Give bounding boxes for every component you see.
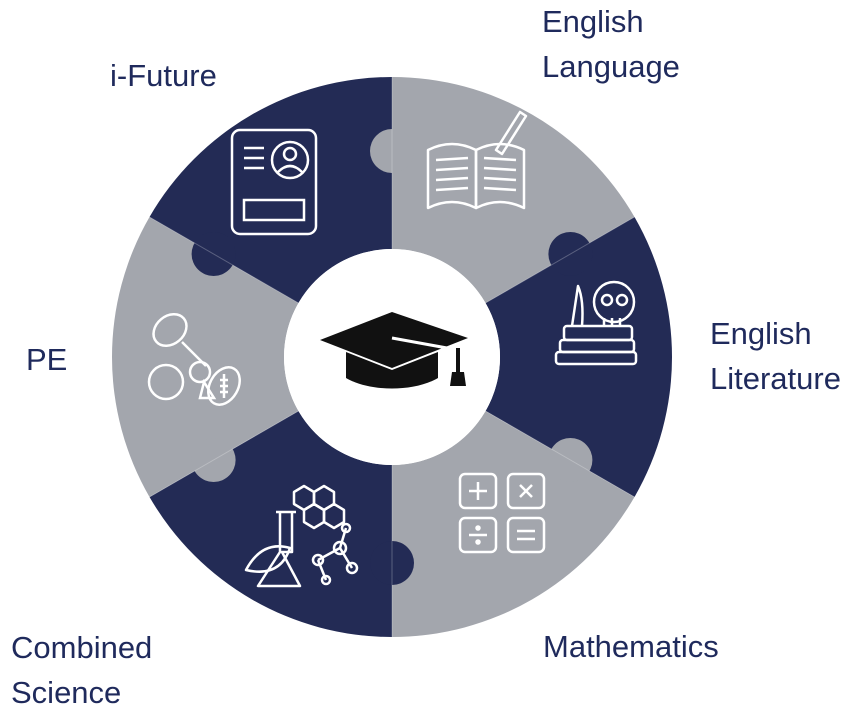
segment-pe xyxy=(112,217,299,497)
label-i-future: i-Future xyxy=(110,58,217,93)
skull-books-icon xyxy=(554,280,638,366)
puzzle-knob-english-literature xyxy=(548,232,593,276)
segment-divider xyxy=(149,410,299,498)
puzzle-knob-combined-science xyxy=(370,541,414,585)
segment-divider xyxy=(149,216,299,304)
puzzle-knob-mathematics xyxy=(548,438,593,482)
calculator-symbols-icon xyxy=(458,472,546,554)
puzzle-knob-pe xyxy=(191,438,236,482)
flask-molecule-icon xyxy=(244,484,359,588)
label-pe: PE xyxy=(26,342,68,377)
segment-divider xyxy=(485,216,635,304)
puzzle-knob-english-language xyxy=(370,129,414,173)
sports-balls-icon xyxy=(147,312,241,406)
resume-icon xyxy=(230,128,318,236)
open-book-icon xyxy=(426,110,528,210)
label-mathematics: Mathematics xyxy=(543,629,719,664)
segment-divider xyxy=(485,410,635,498)
graduation-cap-icon xyxy=(320,312,468,389)
puzzle-knob-i-future xyxy=(191,232,236,276)
